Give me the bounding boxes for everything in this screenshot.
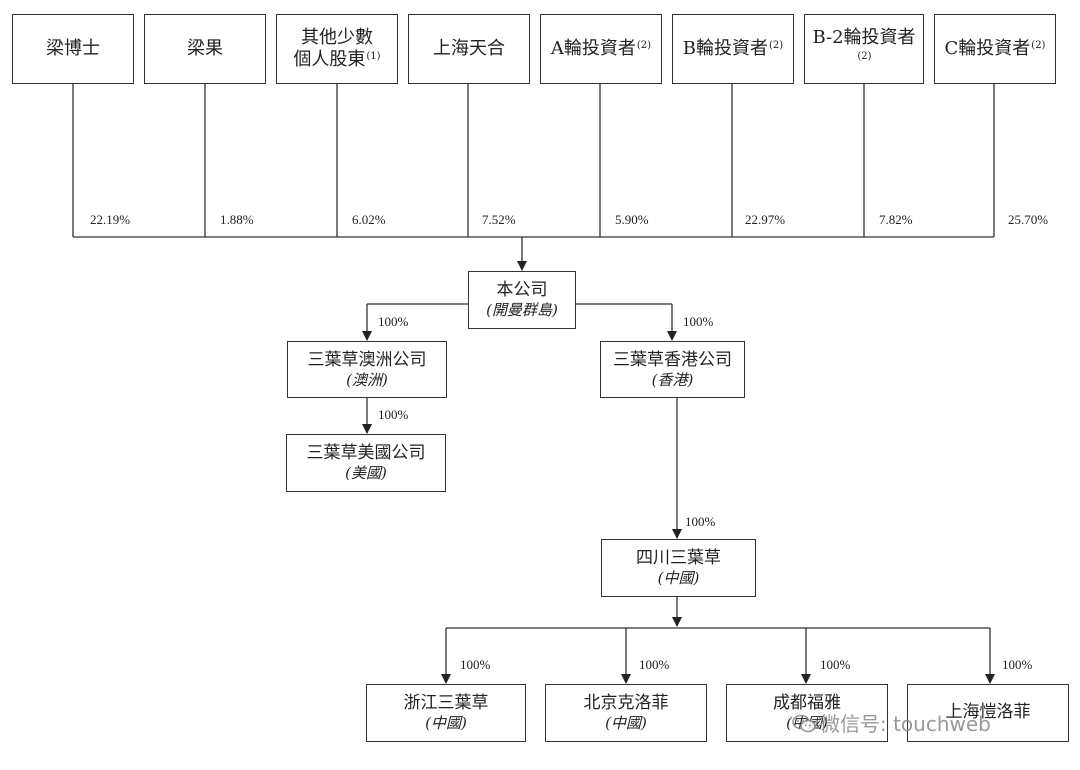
shareholding-pct: 25.70%: [1008, 212, 1049, 227]
ownership-pct-zhejiang: 100%: [460, 657, 491, 672]
shareholder-box-series-b2: B-2輪投資者 (2): [804, 14, 924, 84]
subsidiary-name: 北京克洛菲: [583, 693, 669, 713]
footnote-marker: (2): [857, 51, 872, 62]
subsidiary-location: (澳洲): [346, 370, 388, 389]
shareholding-pct: 5.90%: [615, 212, 649, 227]
shareholding-pct: 1.88%: [220, 212, 254, 227]
subsidiary-box-hong-kong: 三葉草香港公司 (香港): [600, 341, 745, 398]
subsidiary-box-beijing: 北京克洛菲 (中國): [545, 684, 707, 742]
company-location: (開曼群島): [486, 301, 558, 320]
subsidiary-box-sichuan: 四川三葉草 (中國): [601, 539, 756, 597]
ownership-pct-beijing: 100%: [639, 657, 670, 672]
subsidiary-location: (中國): [605, 714, 647, 733]
shareholder-box-shanghai-tianhe: 上海天合: [408, 14, 530, 84]
subsidiary-name: 浙江三葉草: [403, 693, 489, 713]
footnote-marker: (2): [769, 39, 784, 51]
shareholding-pct: 22.97%: [745, 212, 786, 227]
subsidiary-name: 三葉草美國公司: [306, 443, 426, 463]
shareholder-name: 梁果: [187, 37, 223, 59]
ownership-pct-shanghai: 100%: [1002, 657, 1033, 672]
subsidiary-box-usa: 三葉草美國公司 (美國): [286, 434, 446, 492]
ownership-pct-chengdu: 100%: [820, 657, 851, 672]
ownership-pct-us: 100%: [378, 407, 409, 422]
watermark-text: 微信号: touchweb: [820, 712, 991, 736]
footnote-marker: (1): [366, 51, 381, 62]
shareholder-box-liang-guo: 梁果: [144, 14, 266, 84]
subsidiary-location: (美國): [345, 464, 387, 483]
company-name: 本公司: [496, 280, 548, 300]
subsidiary-name: 三葉草香港公司: [613, 349, 732, 370]
subsidiary-location: (中國): [425, 714, 467, 733]
subsidiary-box-shanghai: 上海愷洛菲: [907, 684, 1069, 742]
subsidiary-box-australia: 三葉草澳洲公司 (澳洲): [287, 341, 447, 398]
subsidiary-box-zhejiang: 浙江三葉草 (中國): [366, 684, 526, 742]
shareholding-pct: 22.19%: [90, 212, 131, 227]
subsidiary-name: 四川三葉草: [636, 548, 721, 568]
shareholder-name: 其他少數: [301, 26, 373, 48]
ownership-pct-hk: 100%: [683, 314, 714, 329]
shareholding-pct: 6.02%: [352, 212, 386, 227]
wechat-icon: [792, 714, 816, 733]
shareholder-box-series-c: C輪投資者(2): [934, 14, 1056, 84]
company-box: 本公司 (開曼群島): [468, 271, 576, 329]
subsidiary-box-chengdu: 成都福雅 (中國): [726, 684, 888, 742]
subsidiary-location: (中國): [657, 569, 700, 588]
shareholding-pct: 7.82%: [879, 212, 913, 227]
shareholder-name-line2: 個人股東: [293, 49, 366, 70]
shareholder-box-series-b: B輪投資者(2): [672, 14, 794, 84]
footnote-marker: (2): [636, 39, 652, 51]
shareholder-name: B-2輪投資者: [812, 26, 916, 48]
subsidiary-name: 成都福雅: [773, 693, 841, 713]
watermark: 微信号: touchweb: [792, 708, 991, 737]
shareholder-name: C輪投資者: [944, 37, 1031, 59]
subsidiary-name: 上海愷洛菲: [945, 702, 1031, 723]
footnote-marker: (2): [1031, 39, 1046, 51]
subsidiary-name: 三葉草澳洲公司: [307, 349, 427, 370]
ownership-pct-sichuan: 100%: [685, 514, 716, 529]
shareholder-name: A輪投資者: [550, 37, 636, 59]
shareholder-box-other-minority: 其他少數 個人股東(1): [276, 14, 398, 84]
subsidiary-location: (香港): [651, 370, 694, 389]
ownership-pct-au: 100%: [378, 314, 409, 329]
shareholder-name: 梁博士: [46, 37, 100, 59]
shareholding-pct: 7.52%: [482, 212, 516, 227]
shareholder-name: B輪投資者: [682, 37, 769, 59]
shareholder-name: 上海天合: [433, 37, 505, 59]
shareholder-box-dr-liang: 梁博士: [12, 14, 134, 84]
shareholder-box-series-a: A輪投資者(2): [540, 14, 662, 84]
